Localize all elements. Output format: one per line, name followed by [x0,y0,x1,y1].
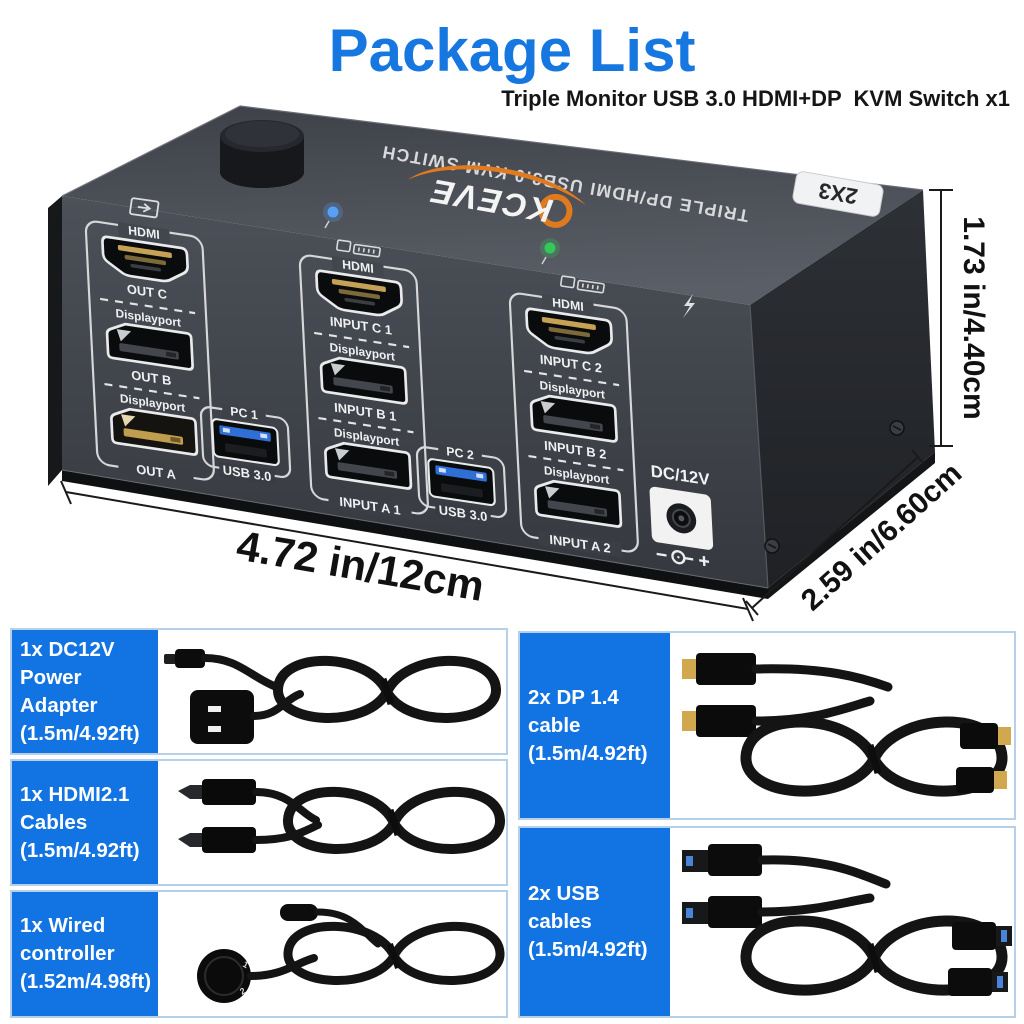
item-label-line: (1.5m/4.92ft) [20,838,140,862]
height-dimension: 1.73 in/4.40cm [929,189,990,447]
item-label-line: Adapter [20,693,98,717]
selector-knob[interactable] [220,120,304,188]
led-pc2 [540,238,560,265]
hdmi-cable-image [178,779,505,854]
item-label-line: 2x USB [528,882,600,905]
item-label-panel: 1x Wired controller (1.52m/4.98ft) [12,892,158,1016]
item-label-panel: 2x DP 1.4 cable (1.5m/4.92ft) [520,633,670,818]
svg-text:1.73 in/4.40cm: 1.73 in/4.40cm [957,216,990,419]
device-left-edge-face [48,196,62,486]
page-title: Package List [328,17,696,84]
lightning-icon [683,294,695,318]
item-label-line: (1.5m/4.92ft) [528,938,648,961]
dp-cable-image [682,653,1011,797]
port-label: HDMI [342,257,374,276]
usb-cable-image [682,844,1012,996]
polarity-icon [656,549,710,567]
package-item-dp-cable: 2x DP 1.4 cable (1.5m/4.92ft) [518,631,1016,820]
item-label-line: (1.52m/4.98ft) [20,970,152,993]
port-label: HDMI [552,295,584,314]
item-label-line: cable [528,713,581,737]
usb-group-usb-label: USB 3.0 [222,462,271,484]
badge-2x3: 2X3 [792,171,884,217]
pc1-usb-group: PC 1 USB 3.0 [199,403,292,485]
item-label-line: (1.5m/4.92ft) [528,741,648,765]
display-out-icon [129,197,160,219]
usb-group-pc-label: PC 2 [446,444,474,462]
controller-button-1: 1 [241,959,250,970]
controller-button-2: 2 [238,986,247,997]
item-label-panel: 1x DC12V Power Adapter (1.5m/4.92ft) [12,630,158,753]
item-label-line: (1.5m/4.92ft) [20,721,140,745]
item-label-line: Power [20,665,82,689]
package-item-hdmi-cable: 1x HDMI2.1 Cables (1.5m/4.92ft) [10,759,508,886]
usb-group-usb-label: USB 3.0 [438,502,487,524]
item-label-line: 1x HDMI2.1 [20,782,130,806]
item-label-panel: 2x USB cables (1.5m/4.92ft) [520,828,670,1016]
device-base-lip-right [768,452,935,599]
led-pc1 [323,202,343,229]
item-label-line: cables [528,910,592,933]
screw [889,420,905,436]
item-label-line: 1x Wired [20,914,106,937]
item-label-line: Cables [20,810,88,834]
port-label: HDMI [128,223,160,242]
pc2-devices-icon [560,275,605,294]
wired-controller-image: 1 2 [197,904,505,1003]
port-name: OUT C [127,281,168,302]
item-label-panel: 1x HDMI2.1 Cables (1.5m/4.92ft) [12,761,158,884]
kvm-switch-photo: TRIPLE DP/HDMI USB3.0 KVM SWITCH KCEVE 2… [48,105,990,622]
page-subtitle: Triple Monitor USB 3.0 HDMI+DP KVM Switc… [501,86,1010,111]
item-label-line: 1x DC12V [20,637,115,661]
usb-group-pc-label: PC 1 [230,404,258,422]
package-item-usb-cable: 2x USB cables (1.5m/4.92ft) [518,826,1016,1018]
power-adapter-image [164,649,501,744]
package-item-power-adapter: 1x DC12V Power Adapter (1.5m/4.92ft) [10,628,508,755]
item-label-line: 2x DP 1.4 [528,685,619,709]
device-base-lip [62,470,768,599]
port-name: OUT B [131,367,172,388]
screw [764,538,780,554]
port-name: OUT A [136,461,176,482]
pc1-devices-icon [336,239,381,258]
item-label-line: controller [20,942,115,965]
pc2-usb-group: PC 2 USB 3.0 [415,443,508,525]
package-item-wired-controller: 1x Wired controller (1.52m/4.98ft) 1 2 [10,890,508,1018]
device-right-face [750,190,935,588]
